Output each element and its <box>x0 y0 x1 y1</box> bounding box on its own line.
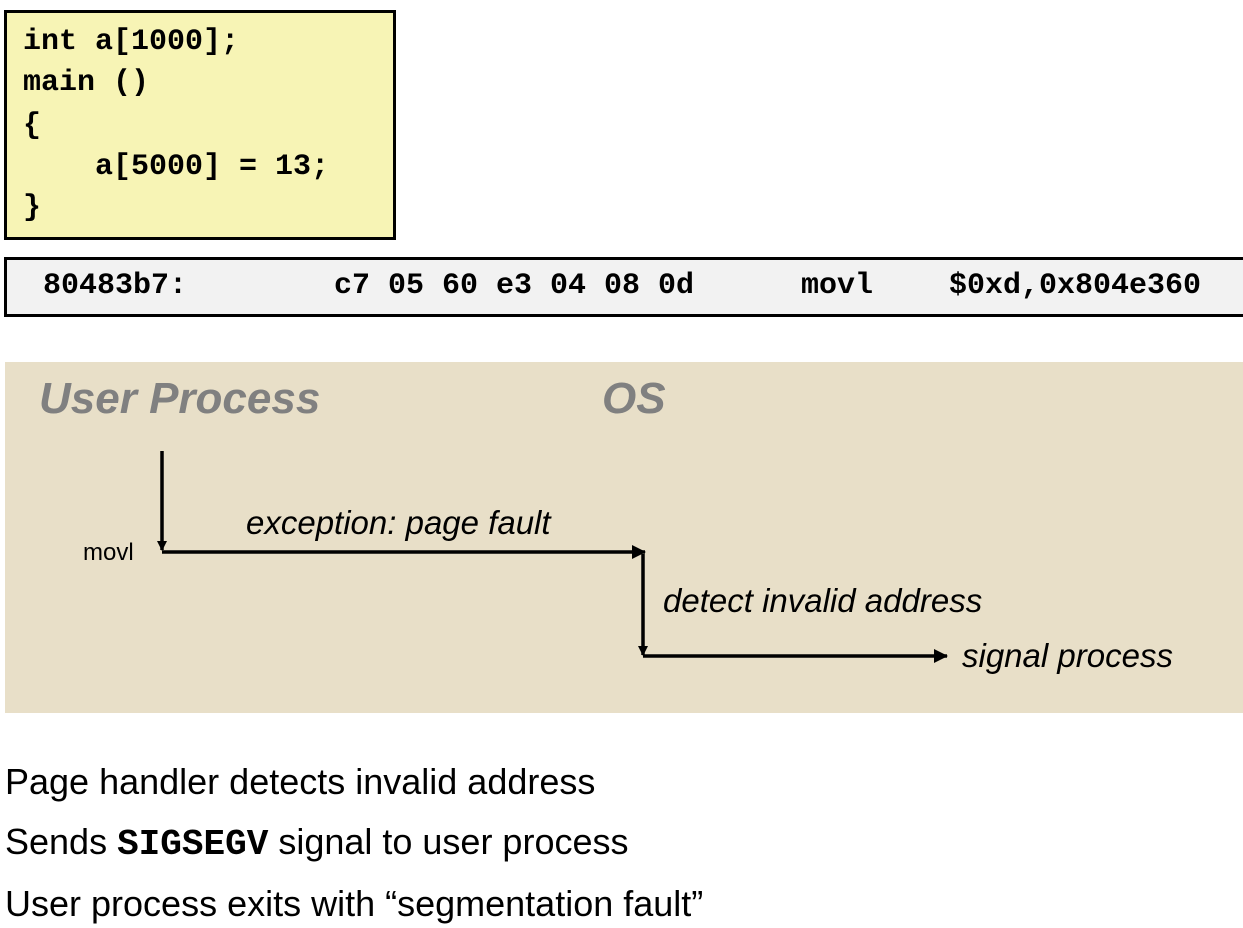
user-process-heading: User Process <box>39 374 321 423</box>
exception-label: exception: page fault <box>246 504 551 541</box>
bullet-2-prefix: Sends <box>5 821 118 862</box>
asm-operands: $0xd,0x804e360 <box>949 269 1202 303</box>
code-line-1: int a[1000]; <box>23 25 240 59</box>
bullet-sends-sigsegv: Sends SIGSEGV signal to user process <box>5 822 629 865</box>
code-line-4: a[5000] = 13; <box>23 150 330 184</box>
asm-address: 80483b7: <box>43 269 188 303</box>
code-line-5: } <box>23 191 42 225</box>
bullet-page-handler: Page handler detects invalid address <box>5 761 596 802</box>
os-heading: OS <box>602 374 666 423</box>
code-line-2: main () <box>23 66 150 100</box>
bullet-process-exits: User process exits with “segmentation fa… <box>5 883 704 924</box>
asm-bytes: c7 05 60 e3 04 08 0d <box>334 269 695 303</box>
detect-label: detect invalid address <box>663 582 983 619</box>
sigsegv-token: SIGSEGV <box>117 824 269 865</box>
bullet-2-suffix: signal to user process <box>268 821 629 862</box>
code-line-3: { <box>23 109 42 143</box>
control-flow-arrows <box>157 451 948 663</box>
movl-label: movl <box>83 539 134 566</box>
c-code-box: int a[1000]; main () { a[5000] = 13; } <box>4 10 396 240</box>
signal-label: signal process <box>962 637 1173 674</box>
assembly-line-box: 80483b7: c7 05 60 e3 04 08 0d movl $0xd,… <box>4 257 1243 317</box>
asm-mnemonic: movl <box>801 269 874 303</box>
control-flow-panel: User Process OS movl exception: page fau… <box>5 362 1243 713</box>
